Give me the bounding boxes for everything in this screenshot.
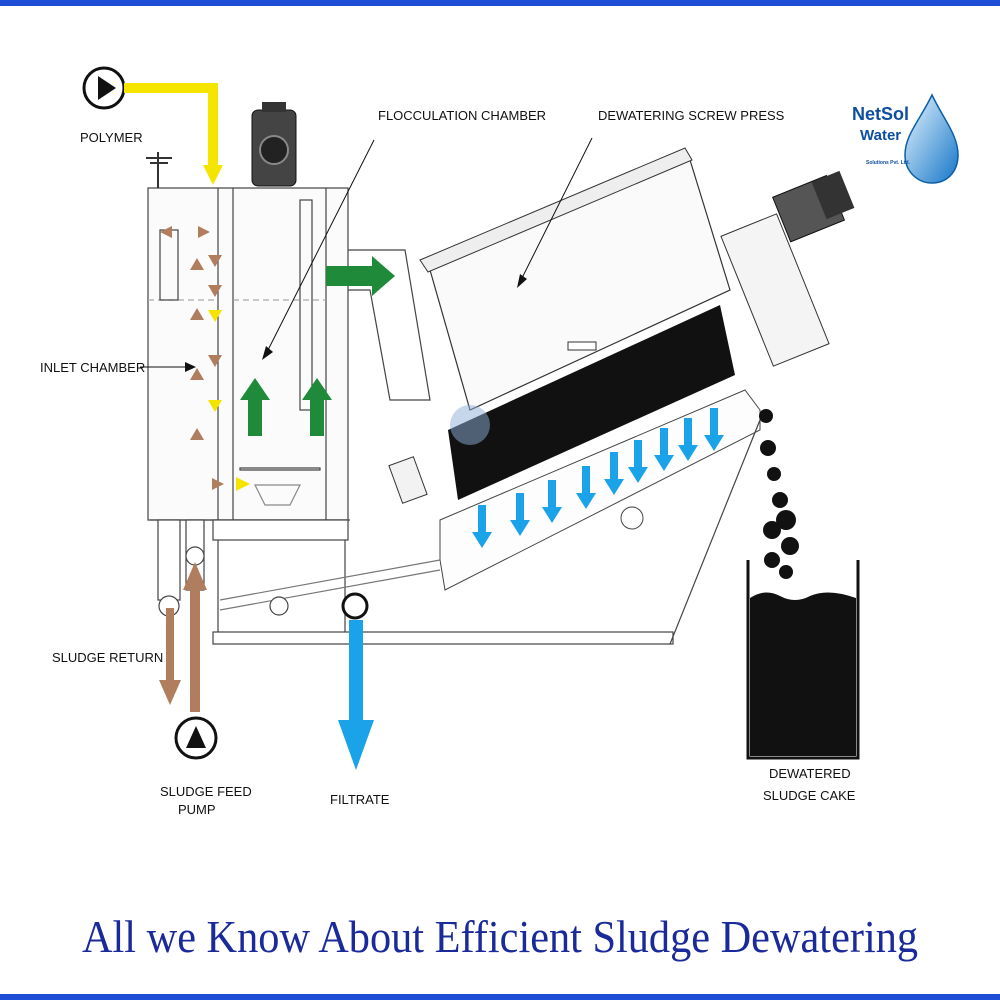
logo-tagline: Solutions Pvt. Ltd. (866, 160, 910, 166)
valve-handwheel (146, 152, 172, 188)
filtrate-drip-arrows (472, 408, 724, 548)
sludge-feed-pump (174, 716, 218, 760)
label-filtrate: FILTRATE (330, 792, 390, 807)
sludge-feed-arrow (183, 562, 207, 712)
agitator-motor (251, 102, 297, 187)
cake-bin (746, 560, 860, 760)
leader-screw-press (521, 137, 593, 279)
logo-line1: NetSol (852, 104, 909, 124)
label-dewatered-1: DEWATERED (769, 766, 851, 781)
label-sludge-feed-2: PUMP (178, 802, 216, 817)
label-dewatering-screw-press: DEWATERING SCREW PRESS (598, 108, 785, 123)
transfer-chute (348, 249, 431, 401)
polymer-flow-arrow (203, 165, 223, 185)
page-caption: All we Know About Efficient Sludge Dewat… (81, 911, 919, 962)
water-drop-icon (904, 93, 959, 184)
falling-cake (759, 409, 799, 579)
polymer-pump (82, 66, 126, 110)
label-dewatered-2: SLUDGE CAKE (763, 788, 856, 803)
tank (147, 187, 350, 521)
label-flocculation-chamber: FLOCCULATION CHAMBER (378, 108, 546, 123)
polymer-mix-arrows (208, 310, 250, 491)
sludge-return-arrow (159, 608, 181, 705)
leader-flocculation (267, 139, 375, 351)
leader-inlet-head (185, 362, 196, 372)
logo-line2: Water (860, 127, 901, 144)
netsol-logo: NetSol Water Solutions Pvt. Ltd. (852, 93, 959, 184)
label-sludge-feed-1: SLUDGE FEED (160, 784, 252, 799)
filtrate-arrow (338, 620, 374, 770)
support-frame (212, 419, 761, 645)
floc-flow-arrows (240, 256, 395, 436)
screen-drum (448, 305, 735, 500)
screw-press (388, 147, 855, 591)
inlet-flow-arrows (160, 226, 224, 490)
leader-flocculation-head (262, 346, 273, 360)
leader-screw-press-head (517, 274, 527, 288)
label-polymer: POLYMER (80, 130, 143, 145)
polymer-flow-line (124, 83, 218, 170)
label-sludge-return: SLUDGE RETURN (52, 650, 163, 665)
label-inlet-chamber: INLET CHAMBER (40, 360, 145, 375)
